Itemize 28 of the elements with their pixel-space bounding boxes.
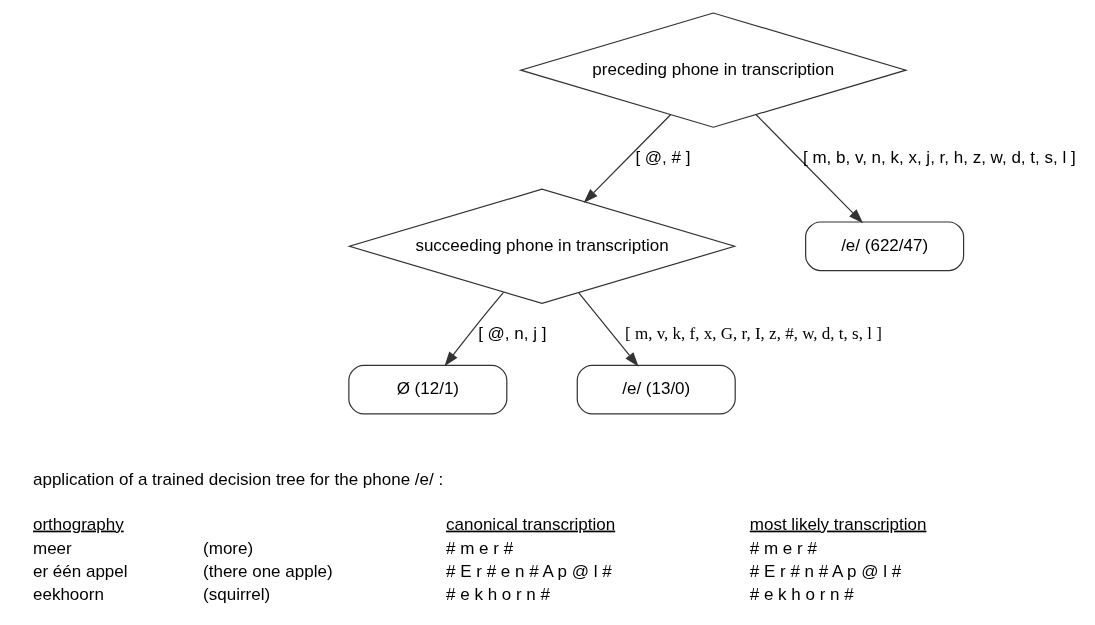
label: # e k h o r n # [446, 585, 551, 605]
label: application of a trained decision tree for the phone /e/ : [33, 469, 444, 489]
node-box: /e/ (622/47) [805, 221, 965, 272]
edge-label: [ m, b, v, n, k, x, j, r, h, z, w, d, t, s, l ] [802, 147, 1076, 167]
node-box: /e/ (13/0) [576, 364, 736, 415]
label: (there one apple) [203, 561, 333, 581]
label: meer [33, 538, 72, 558]
arrow [578, 292, 639, 367]
edge-label: [ m, v, k, f, x, G, r, I, z, #, w, d, t, s, l ] [625, 323, 882, 343]
label: # E r # n # A p @ l # [749, 561, 902, 581]
edge-label: [ @, # ] [635, 147, 691, 167]
arrow [444, 291, 505, 367]
label: canonical transcription [446, 514, 616, 534]
label: # m e r # [749, 538, 817, 558]
label: # m e r # [446, 538, 514, 558]
label: most likely transcription [749, 514, 927, 534]
label: eekhoorn [33, 585, 104, 605]
label: (more) [203, 538, 254, 558]
label: # E r # e n # A p @ l # [446, 561, 612, 581]
arrow [755, 114, 864, 224]
edge-label: [ @, n, j ] [478, 323, 547, 343]
arrow [583, 114, 672, 203]
label: orthography [33, 514, 124, 534]
label: (squirrel) [203, 585, 271, 605]
label: er één appel [33, 561, 128, 581]
node-box: Ø (12/1) [348, 364, 508, 415]
node-diamond: preceding phone in transcription [518, 12, 908, 128]
label: # e k h o r n # [749, 585, 854, 605]
